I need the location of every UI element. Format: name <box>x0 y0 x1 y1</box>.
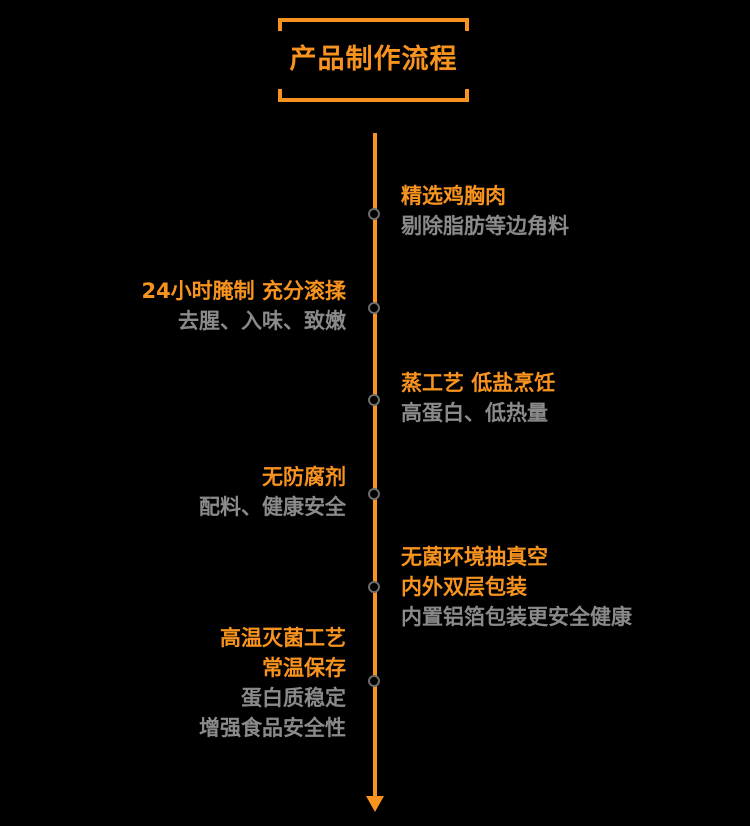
step-detail: 高蛋白、低热量 <box>401 401 548 425</box>
step-headline: 无菌环境抽真空 <box>401 545 548 569</box>
step-headline: 蒸工艺 低盐烹饪 <box>401 371 556 395</box>
timeline-node-icon <box>368 394 380 406</box>
step-detail: 蛋白质稳定 <box>241 686 346 710</box>
process-step: 无菌环境抽真空 内外双层包装 内置铝箔包装更安全健康 <box>401 542 632 632</box>
page-title: 产品制作流程 <box>289 44 458 75</box>
step-detail: 去腥、入味、致嫩 <box>178 309 346 333</box>
timeline-node-icon <box>368 488 380 500</box>
title-bracket-bottom <box>278 89 469 102</box>
timeline-node-icon <box>368 581 380 593</box>
arrow-down-icon <box>366 796 384 812</box>
step-headline: 精选鸡胸肉 <box>401 184 506 208</box>
step-headline: 内外双层包装 <box>401 575 527 599</box>
step-headline: 常温保存 <box>262 656 346 680</box>
step-detail: 增强食品安全性 <box>199 716 346 740</box>
process-step: 高温灭菌工艺 常温保存 蛋白质稳定 增强食品安全性 <box>199 623 346 743</box>
timeline-node-icon <box>368 675 380 687</box>
process-step: 蒸工艺 低盐烹饪 高蛋白、低热量 <box>401 368 555 428</box>
process-step: 无防腐剂 配料、健康安全 <box>199 462 346 522</box>
timeline-node-icon <box>368 208 380 220</box>
title-frame: 产品制作流程 <box>278 18 469 102</box>
step-detail: 配料、健康安全 <box>199 495 346 519</box>
title-bracket-top <box>278 18 469 31</box>
step-detail: 内置铝箔包装更安全健康 <box>401 605 632 629</box>
step-headline: 无防腐剂 <box>262 465 346 489</box>
timeline-node-icon <box>368 302 380 314</box>
step-headline: 高温灭菌工艺 <box>220 626 346 650</box>
step-headline: 24小时腌制 充分滚揉 <box>141 279 346 303</box>
process-step: 精选鸡胸肉 剔除脂肪等边角料 <box>401 181 569 241</box>
step-detail: 剔除脂肪等边角料 <box>401 214 569 238</box>
timeline-line <box>373 133 377 803</box>
process-step: 24小时腌制 充分滚揉 去腥、入味、致嫩 <box>141 276 346 336</box>
